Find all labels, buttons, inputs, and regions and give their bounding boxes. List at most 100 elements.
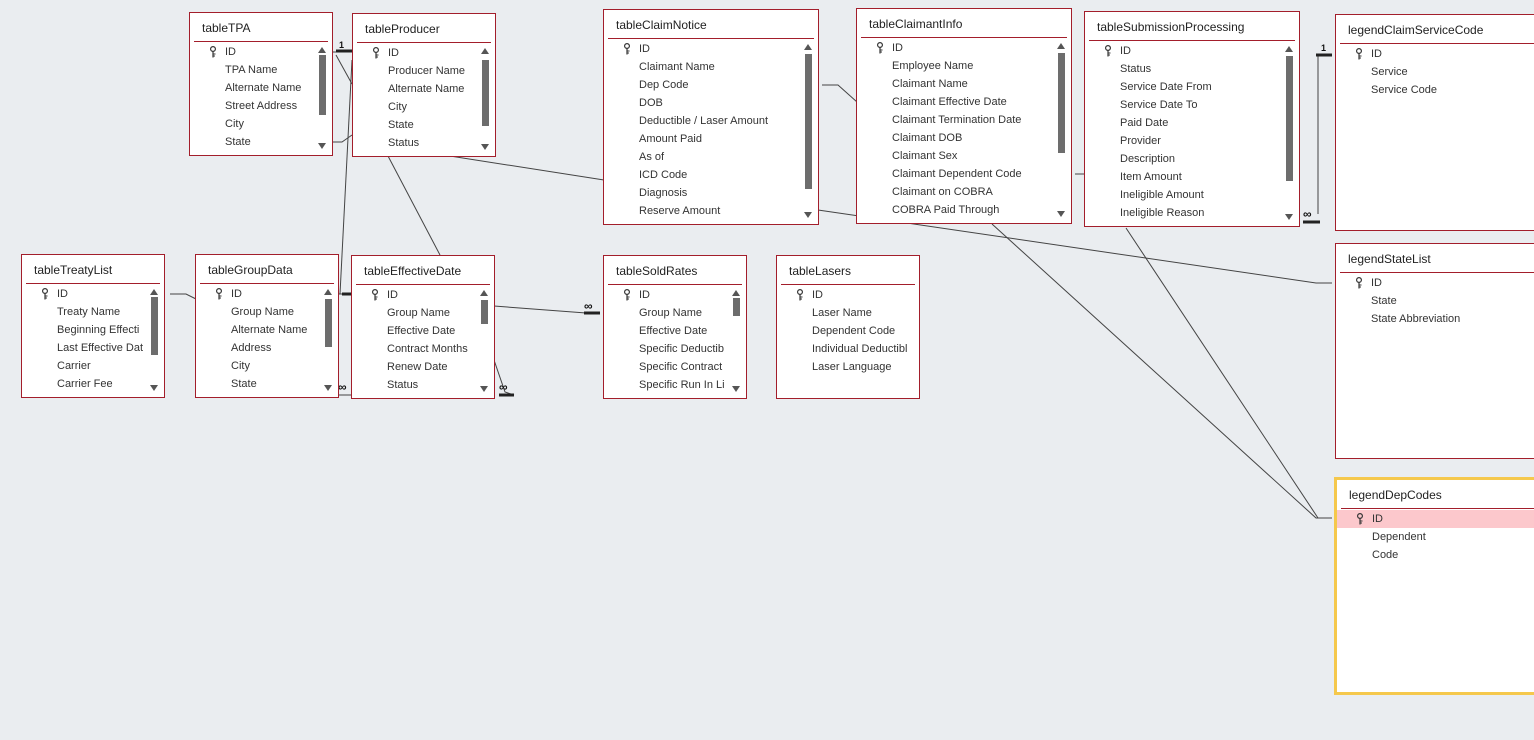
field-row[interactable]: Laser Language: [777, 358, 919, 376]
field-row[interactable]: Claimant Termination Date: [857, 111, 1071, 129]
table-title[interactable]: tableTreatyList: [26, 255, 160, 284]
table-title[interactable]: tableEffectiveDate: [356, 256, 490, 285]
field-row[interactable]: Claimant Dependent Code: [857, 165, 1071, 183]
table-title[interactable]: legendStateList: [1340, 244, 1534, 273]
scroll-down-arrow-icon[interactable]: [318, 143, 326, 149]
scroll-down-arrow-icon[interactable]: [480, 386, 488, 392]
scroll-up-arrow-icon[interactable]: [1285, 46, 1293, 52]
field-row[interactable]: Provider: [1085, 132, 1299, 150]
field-row[interactable]: Paid Date: [1085, 114, 1299, 132]
table-title[interactable]: legendDepCodes: [1341, 480, 1534, 509]
field-row[interactable]: Description: [1085, 150, 1299, 168]
field-row[interactable]: Dependent Code: [777, 322, 919, 340]
field-row[interactable]: Item Amount: [1085, 168, 1299, 186]
field-row[interactable]: ID: [777, 286, 919, 304]
scroll-up-arrow-icon[interactable]: [804, 44, 812, 50]
scroll-thumb[interactable]: [1058, 53, 1065, 153]
scroll-up-arrow-icon[interactable]: [318, 47, 326, 53]
scroll-thumb[interactable]: [1286, 56, 1293, 181]
field-row[interactable]: Status: [1085, 60, 1299, 78]
field-row[interactable]: Claimant DOB: [857, 129, 1071, 147]
field-row[interactable]: Effective Date: [604, 322, 746, 340]
scroll-down-arrow-icon[interactable]: [732, 386, 740, 392]
field-row[interactable]: Group Name: [196, 303, 338, 321]
table-title[interactable]: tableLasers: [781, 256, 915, 285]
field-row[interactable]: ID: [857, 39, 1071, 57]
scroll-down-arrow-icon[interactable]: [324, 385, 332, 391]
field-row[interactable]: ID: [604, 40, 818, 58]
field-row[interactable]: As of: [604, 148, 818, 166]
vertical-scrollbar[interactable]: [1284, 44, 1295, 222]
scroll-down-arrow-icon[interactable]: [1285, 214, 1293, 220]
field-row[interactable]: Service Date From: [1085, 78, 1299, 96]
field-row[interactable]: Dep Code: [604, 76, 818, 94]
field-row[interactable]: Status: [353, 134, 495, 152]
field-row[interactable]: State: [196, 375, 338, 393]
field-row[interactable]: ID: [1336, 274, 1534, 292]
field-row[interactable]: Diagnosis: [604, 184, 818, 202]
field-row[interactable]: TPA Name: [190, 61, 332, 79]
vertical-scrollbar[interactable]: [1056, 41, 1067, 219]
field-row[interactable]: ID: [196, 285, 338, 303]
field-row[interactable]: ID: [353, 44, 495, 62]
scroll-up-arrow-icon[interactable]: [481, 48, 489, 54]
table-title[interactable]: tableGroupData: [200, 255, 334, 284]
field-row[interactable]: Service Date To: [1085, 96, 1299, 114]
field-row[interactable]: Claimant Name: [857, 75, 1071, 93]
scroll-up-arrow-icon[interactable]: [150, 289, 158, 295]
scroll-up-arrow-icon[interactable]: [1057, 43, 1065, 49]
field-row[interactable]: Ineligible Amount: [1085, 186, 1299, 204]
field-row[interactable]: ID: [190, 43, 332, 61]
field-row[interactable]: DOB: [604, 94, 818, 112]
field-row[interactable]: City: [353, 98, 495, 116]
field-row[interactable]: ID: [1336, 45, 1534, 63]
field-row[interactable]: Claimant Sex: [857, 147, 1071, 165]
field-row[interactable]: State: [353, 116, 495, 134]
field-row[interactable]: Alternate Name: [190, 79, 332, 97]
field-row[interactable]: Effective Date: [352, 322, 494, 340]
scroll-down-arrow-icon[interactable]: [150, 385, 158, 391]
field-row[interactable]: State: [1336, 292, 1534, 310]
field-row[interactable]: ID: [1337, 510, 1534, 528]
table-title[interactable]: tableTPA: [194, 13, 328, 42]
field-row[interactable]: Employee Name: [857, 57, 1071, 75]
field-row[interactable]: Specific Run In Li: [604, 376, 746, 394]
vertical-scrollbar[interactable]: [149, 287, 160, 393]
scroll-thumb[interactable]: [733, 298, 740, 316]
field-row[interactable]: Claimant Name: [604, 58, 818, 76]
field-row[interactable]: State Abbreviation: [1336, 310, 1534, 328]
scroll-up-arrow-icon[interactable]: [324, 289, 332, 295]
scroll-up-arrow-icon[interactable]: [480, 290, 488, 296]
field-row[interactable]: Service Code: [1336, 81, 1534, 99]
field-row[interactable]: Dependent: [1337, 528, 1534, 546]
field-row[interactable]: Address: [196, 339, 338, 357]
table-title[interactable]: tableSoldRates: [608, 256, 742, 285]
table-title[interactable]: legendClaimServiceCode: [1340, 15, 1534, 44]
field-row[interactable]: Street Address: [190, 97, 332, 115]
table-title[interactable]: tableProducer: [357, 14, 491, 43]
field-row[interactable]: Beginning Effecti: [22, 321, 164, 339]
table-title[interactable]: tableClaimNotice: [608, 10, 814, 39]
field-row[interactable]: City: [196, 357, 338, 375]
scroll-down-arrow-icon[interactable]: [1057, 211, 1065, 217]
field-row[interactable]: ID: [1085, 42, 1299, 60]
field-row[interactable]: City: [190, 115, 332, 133]
field-row[interactable]: Status: [352, 376, 494, 394]
field-row[interactable]: Last Effective Dat: [22, 339, 164, 357]
table-title[interactable]: tableSubmissionProcessing: [1089, 12, 1295, 41]
vertical-scrollbar[interactable]: [480, 46, 491, 152]
field-row[interactable]: Claimant on COBRA: [857, 183, 1071, 201]
field-row[interactable]: Treaty Name: [22, 303, 164, 321]
scroll-thumb[interactable]: [805, 54, 812, 189]
field-row[interactable]: COBRA Paid Through: [857, 201, 1071, 219]
field-row[interactable]: Deductible / Laser Amount: [604, 112, 818, 130]
